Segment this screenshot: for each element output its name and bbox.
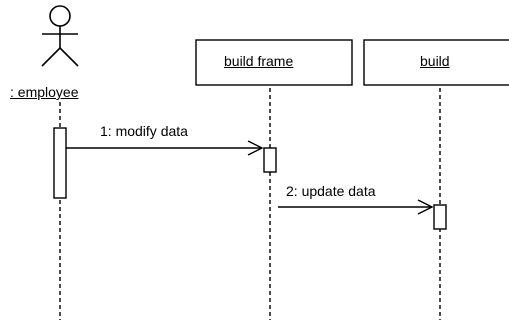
activation-employee (53, 127, 67, 199)
message-1-label: 1: modify data (100, 123, 188, 139)
actor-figure (41, 5, 79, 67)
actor-name: : employee (10, 84, 79, 100)
message-2-arrow-head (417, 199, 434, 215)
message-1-arrow-head (247, 140, 264, 156)
actor-head (49, 5, 71, 27)
object-box-build (363, 39, 509, 86)
actor-left-leg (41, 47, 61, 67)
activation-build (433, 204, 447, 230)
object-name-build: build (420, 53, 450, 69)
actor-right-leg (59, 47, 79, 67)
object-box-build-frame (195, 39, 353, 86)
message-2-label: 2: update data (286, 183, 376, 199)
activation-build-frame (263, 147, 277, 173)
object-name-build-frame: build frame (224, 53, 294, 69)
